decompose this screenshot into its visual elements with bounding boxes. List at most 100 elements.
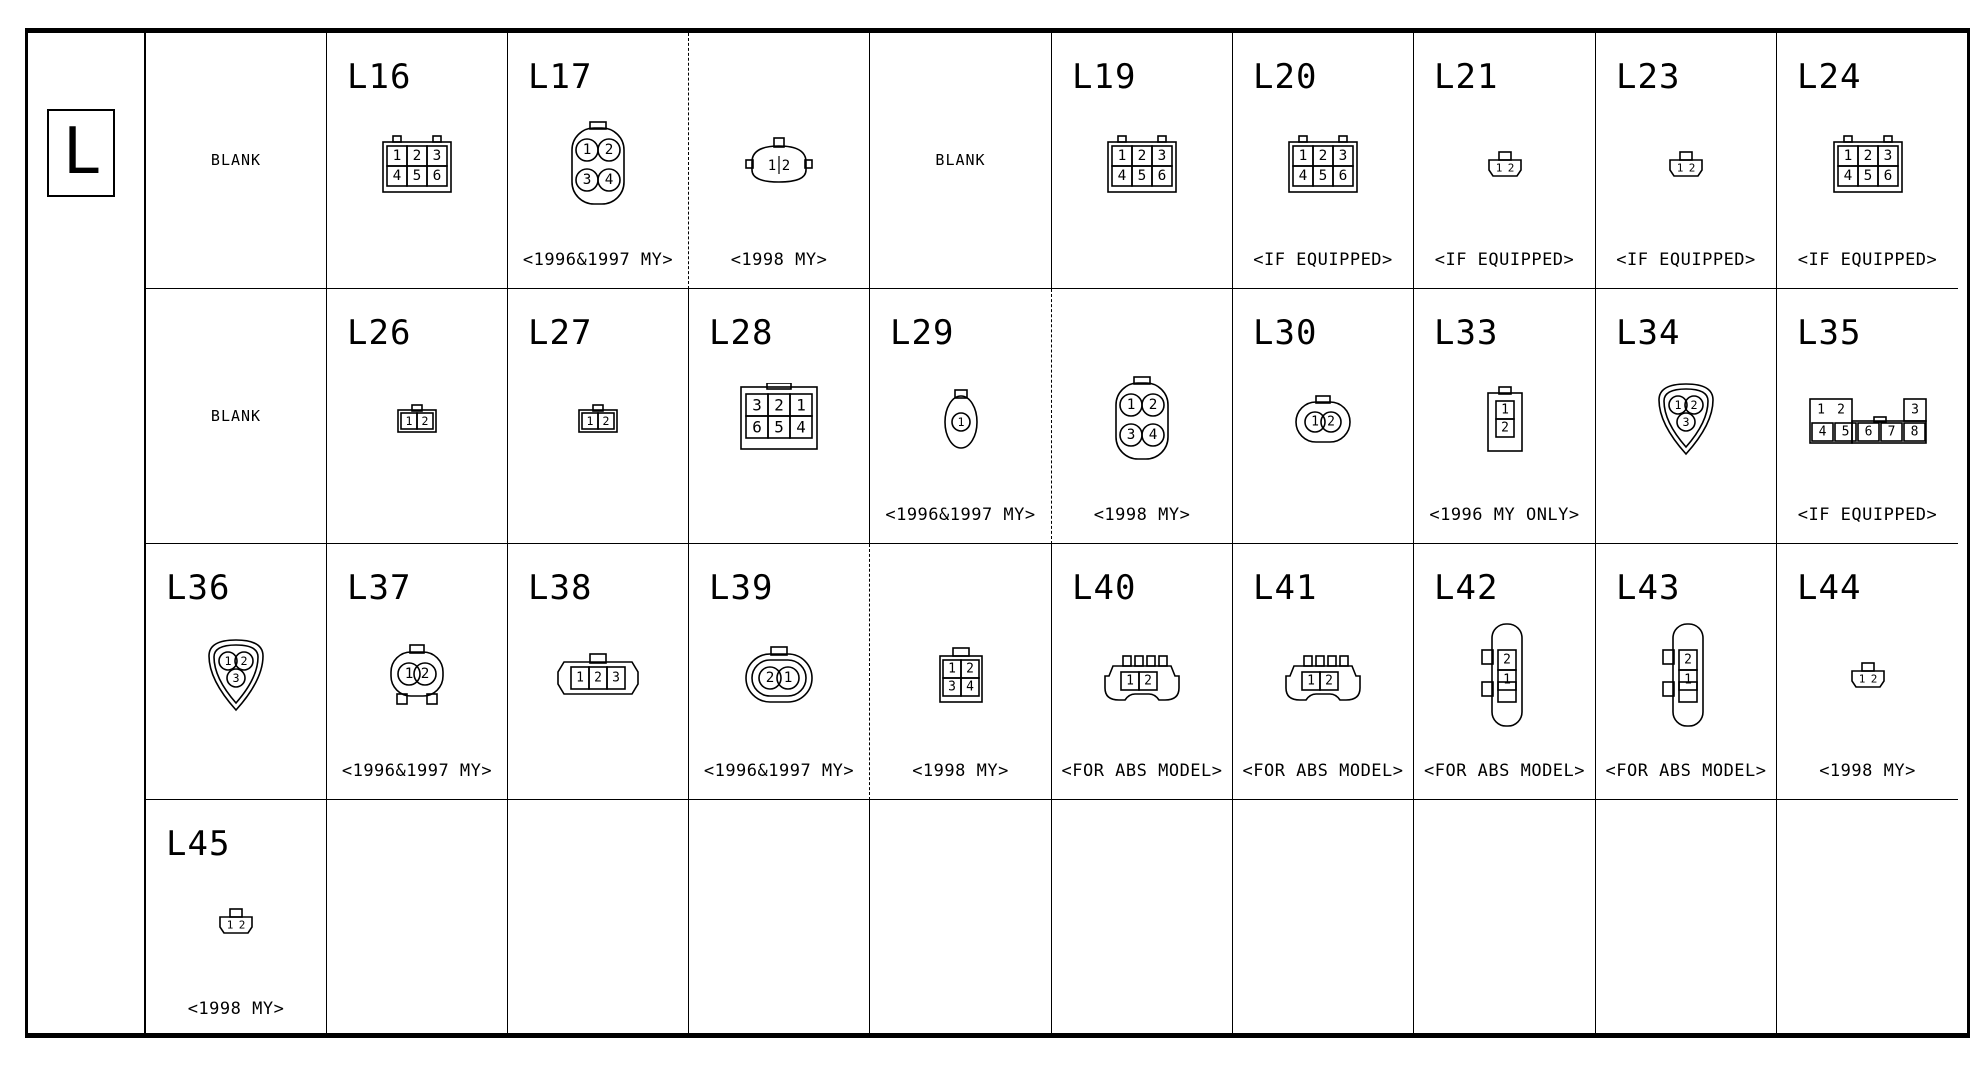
connector-code: L38 xyxy=(528,568,593,608)
svg-text:2: 2 xyxy=(1319,148,1328,164)
svg-text:3: 3 xyxy=(612,670,620,685)
connector-note: <1998 MY> xyxy=(1093,505,1191,525)
section-letter: L xyxy=(47,109,115,197)
connector-note: <1996&1997 MY> xyxy=(885,505,1036,525)
connector-note: <FOR ABS MODEL> xyxy=(1061,761,1223,781)
connector-code: L37 xyxy=(347,568,412,608)
svg-text:4: 4 xyxy=(1299,168,1308,184)
blank-label: BLANK xyxy=(210,151,262,169)
svg-text:2: 2 xyxy=(1144,673,1152,688)
svg-text:4: 4 xyxy=(1843,168,1852,184)
connector-note: <1998 MY> xyxy=(187,999,285,1019)
svg-text:2: 2 xyxy=(422,414,429,428)
svg-text:1: 1 xyxy=(1684,672,1692,687)
svg-text:2: 2 xyxy=(1503,652,1511,667)
connector-cell xyxy=(870,800,1052,1037)
svg-text:2: 2 xyxy=(240,654,247,668)
connector-note: <1996&1997 MY> xyxy=(522,250,674,270)
connector-code: L42 xyxy=(1434,568,1499,608)
connector-1pin-icon: 1 xyxy=(943,389,978,449)
svg-text:1: 1 xyxy=(957,415,964,429)
svg-text:2: 2 xyxy=(1149,397,1158,413)
connector-note: <IF EQUIPPED> xyxy=(1616,250,1756,270)
connector-cell xyxy=(327,800,508,1037)
svg-text:2: 2 xyxy=(239,919,246,932)
connector-code: L40 xyxy=(1072,568,1137,608)
svg-text:2: 2 xyxy=(1138,148,1147,164)
connector-2pin-vertical-icon: 12 xyxy=(1486,386,1523,452)
connector-code: L44 xyxy=(1797,568,1862,608)
connector-code: L43 xyxy=(1616,568,1681,608)
svg-text:1: 1 xyxy=(1843,148,1852,164)
svg-text:1: 1 xyxy=(768,158,776,174)
connector-2pin-side-icon: 21 xyxy=(1662,622,1704,727)
blank-cell: BLANK xyxy=(146,33,327,289)
svg-text:3: 3 xyxy=(1158,148,1167,164)
connector-note: <1998 MY> xyxy=(1819,761,1916,781)
connector-code: L17 xyxy=(528,57,593,97)
connector-code: L36 xyxy=(166,568,231,608)
svg-text:3: 3 xyxy=(433,148,442,164)
connector-code: L39 xyxy=(709,568,774,608)
svg-text:2: 2 xyxy=(594,670,602,685)
svg-text:1: 1 xyxy=(1126,673,1134,688)
svg-text:8: 8 xyxy=(1910,425,1918,440)
svg-text:5: 5 xyxy=(1863,168,1872,184)
svg-text:7: 7 xyxy=(1887,425,1895,440)
connector-code: L41 xyxy=(1253,568,1318,608)
svg-text:1: 1 xyxy=(1299,148,1308,164)
svg-text:1: 1 xyxy=(784,670,793,686)
svg-text:5: 5 xyxy=(413,168,422,184)
connector-code: L35 xyxy=(1797,313,1862,353)
connector-code: L23 xyxy=(1616,57,1681,97)
connector-code: L28 xyxy=(709,313,774,353)
connector-note: <IF EQUIPPED> xyxy=(1434,250,1575,270)
svg-text:2: 2 xyxy=(1325,673,1333,688)
connector-code: L26 xyxy=(347,313,412,353)
svg-text:2: 2 xyxy=(966,661,974,676)
svg-text:1: 1 xyxy=(1677,161,1684,174)
svg-text:1: 1 xyxy=(1311,415,1319,430)
connector-cell xyxy=(1777,800,1958,1037)
svg-text:3: 3 xyxy=(1127,427,1136,443)
connector-note: <1996&1997 MY> xyxy=(341,761,493,781)
svg-text:2: 2 xyxy=(421,666,430,682)
svg-text:4: 4 xyxy=(796,418,806,437)
svg-text:3: 3 xyxy=(752,396,762,415)
svg-text:1: 1 xyxy=(1817,403,1825,418)
